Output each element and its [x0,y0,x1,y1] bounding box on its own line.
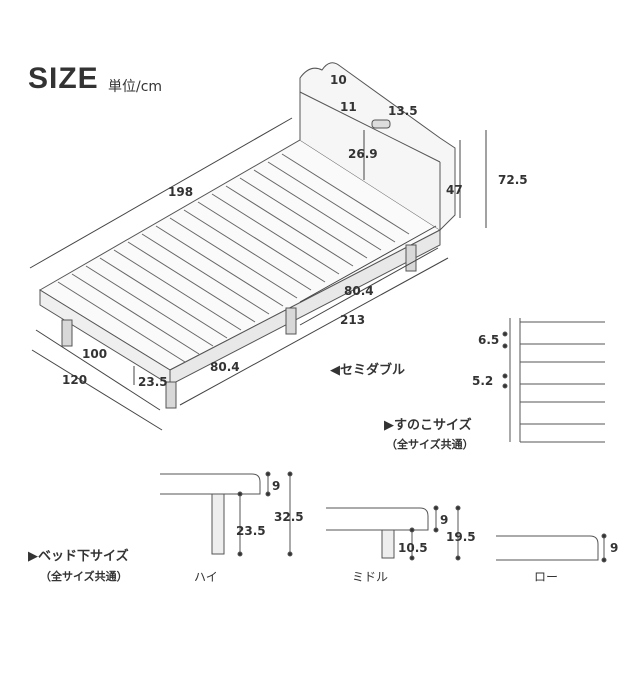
leg-middle-diagram [326,505,461,561]
leg-low-name: ロー [534,570,559,584]
dim-length: 198 [168,185,194,199]
dim-headboard-total: 72.5 [498,173,528,187]
bed-leg [405,244,417,272]
headboard [299,62,456,231]
slat-gap: 6.5 [478,333,500,347]
dim-outlet: 13.5 [388,104,418,118]
leg-high-name: ハイ [194,570,218,584]
slat-subtitle: （全サイズ共通） [386,438,474,451]
leg-low-diagram [496,533,607,563]
dim-shelf-height: 26.9 [348,147,378,161]
dim-headboard-mid: 47 [446,183,463,197]
leg-high-total: 32.5 [274,510,304,524]
bed-leg [165,381,177,409]
legs-title: ▶ベッド下サイズ [28,549,129,564]
slat-section [502,318,605,443]
dim-mattress-half-b: 80.4 [344,284,374,298]
leg-middle-leg: 10.5 [398,541,428,555]
dim-shelf-top: 10 [330,73,347,87]
slat-title: ▶すのこサイズ [384,418,472,433]
bed-slats [57,153,410,363]
slat-width: 5.2 [472,374,494,388]
leg-middle-total: 19.5 [446,530,476,544]
dim-height-under: 23.5 [138,375,168,389]
dim-shelf-depth: 11 [340,100,357,114]
leg-high-leg: 23.5 [236,524,266,538]
legs-subtitle: （全サイズ共通） [40,570,128,583]
outlet-icon [371,119,391,129]
leg-high-diagram [160,471,293,557]
page-title: SIZE [28,62,99,95]
leg-middle-frame: 9 [440,513,449,527]
leg-high-frame: 9 [272,479,281,493]
dim-width-total: 120 [62,373,88,387]
dim-total-length: 213 [340,313,366,327]
variant-label: ◀セミダブル [330,363,405,378]
dim-mattress-half-a: 80.4 [210,360,240,374]
bed-leg [285,307,297,335]
unit-label: 単位/cm [108,79,163,95]
bed-leg [61,319,73,347]
leg-low-frame: 9 [610,541,619,555]
leg-middle-name: ミドル [352,570,389,584]
bed-frame-front [169,229,441,386]
dim-width-headboard: 100 [82,347,108,361]
